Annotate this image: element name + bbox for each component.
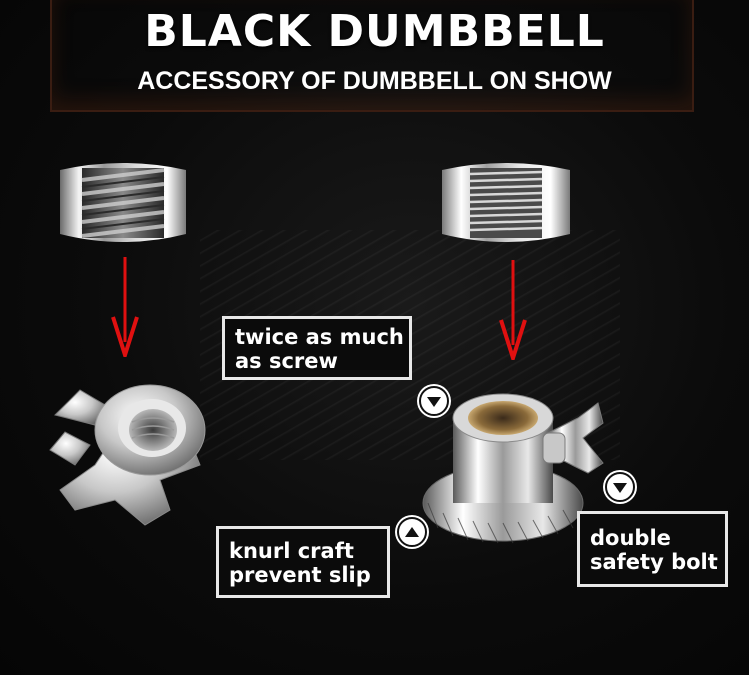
knurled-collar-image	[422, 393, 604, 544]
label-double-safety-bolt: double safety bolt	[577, 511, 728, 587]
star-spinlock-collar-image	[49, 384, 206, 526]
page-subtitle: ACCESSORY OF DUMBBELL ON SHOW	[137, 67, 612, 95]
label-twice-as-much: twice as much as screw	[222, 316, 412, 380]
left-thread-sleeve-image	[60, 163, 186, 242]
header-frame	[50, 0, 694, 112]
label-knurl-craft: knurl craft prevent slip	[216, 526, 390, 598]
label-line: prevent slip	[229, 563, 371, 587]
label-line: safety bolt	[590, 550, 718, 574]
triangle-down-icon	[419, 386, 449, 416]
left-down-arrow-icon	[111, 257, 139, 357]
label-line: as screw	[235, 349, 338, 373]
right-thread-sleeve-image	[442, 163, 570, 242]
label-line: knurl craft	[229, 539, 354, 563]
label-line: twice as much	[235, 325, 404, 349]
right-down-arrow-icon	[499, 260, 527, 360]
triangle-up-icon	[397, 517, 427, 547]
triangle-down-icon	[605, 472, 635, 502]
page-title: BLACK DUMBBELL	[144, 6, 605, 57]
label-line: double	[590, 526, 671, 550]
